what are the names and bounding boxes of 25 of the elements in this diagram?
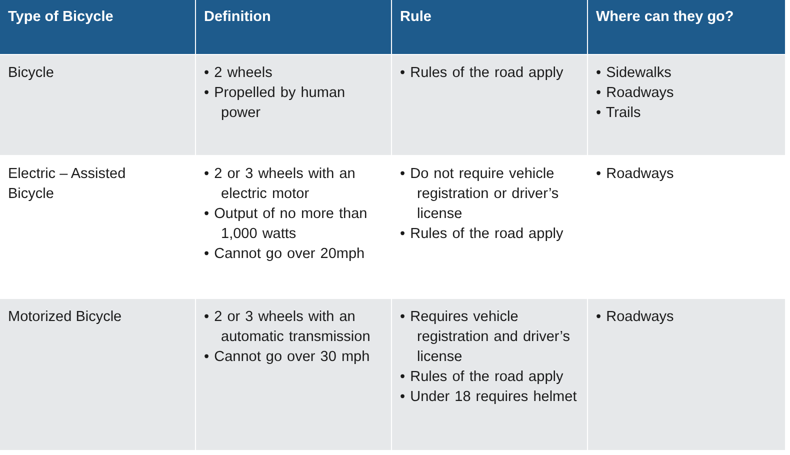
list-item: • Roadways [596,308,675,327]
list-item: • Rules of the road apply [400,64,564,83]
list-item: • 2 wheels [204,64,274,83]
column-header: Type of Bicycle [8,8,114,27]
list-item: • Cannot go over 30 mph [204,348,371,367]
table-cell-text: Motorized Bicycle [8,308,123,327]
list-item: • Under 18 requires helmet [400,388,577,407]
list-item: • Output of no more than 1,000 watts [204,205,368,244]
list-item: • Roadways [596,165,675,184]
list-item: • Sidewalks [596,64,672,83]
list-item: • Cannot go over 20mph [204,245,366,264]
column-header: Where can they go? [596,8,735,27]
list-item: • Do not require vehicle registration or driver’s license [400,165,560,224]
list-item: • Propelled by human power [204,84,346,123]
column-header: Rule [400,8,432,27]
table-cell-text: Bicycle [8,64,55,83]
list-item: • 2 or 3 wheels with an automatic transmission [204,308,372,347]
list-item: • Requires vehicle registration and driver’s license [400,308,571,367]
list-item: • Roadways [596,84,675,103]
list-item: • Rules of the road apply [400,368,564,387]
list-item: • Rules of the road apply [400,225,564,244]
list-item: • Trails [596,104,642,123]
table-cell-text: Electric – Assisted Bicycle [8,165,127,204]
list-item: • 2 or 3 wheels with an electric motor [204,165,356,204]
column-header: Definition [204,8,272,27]
